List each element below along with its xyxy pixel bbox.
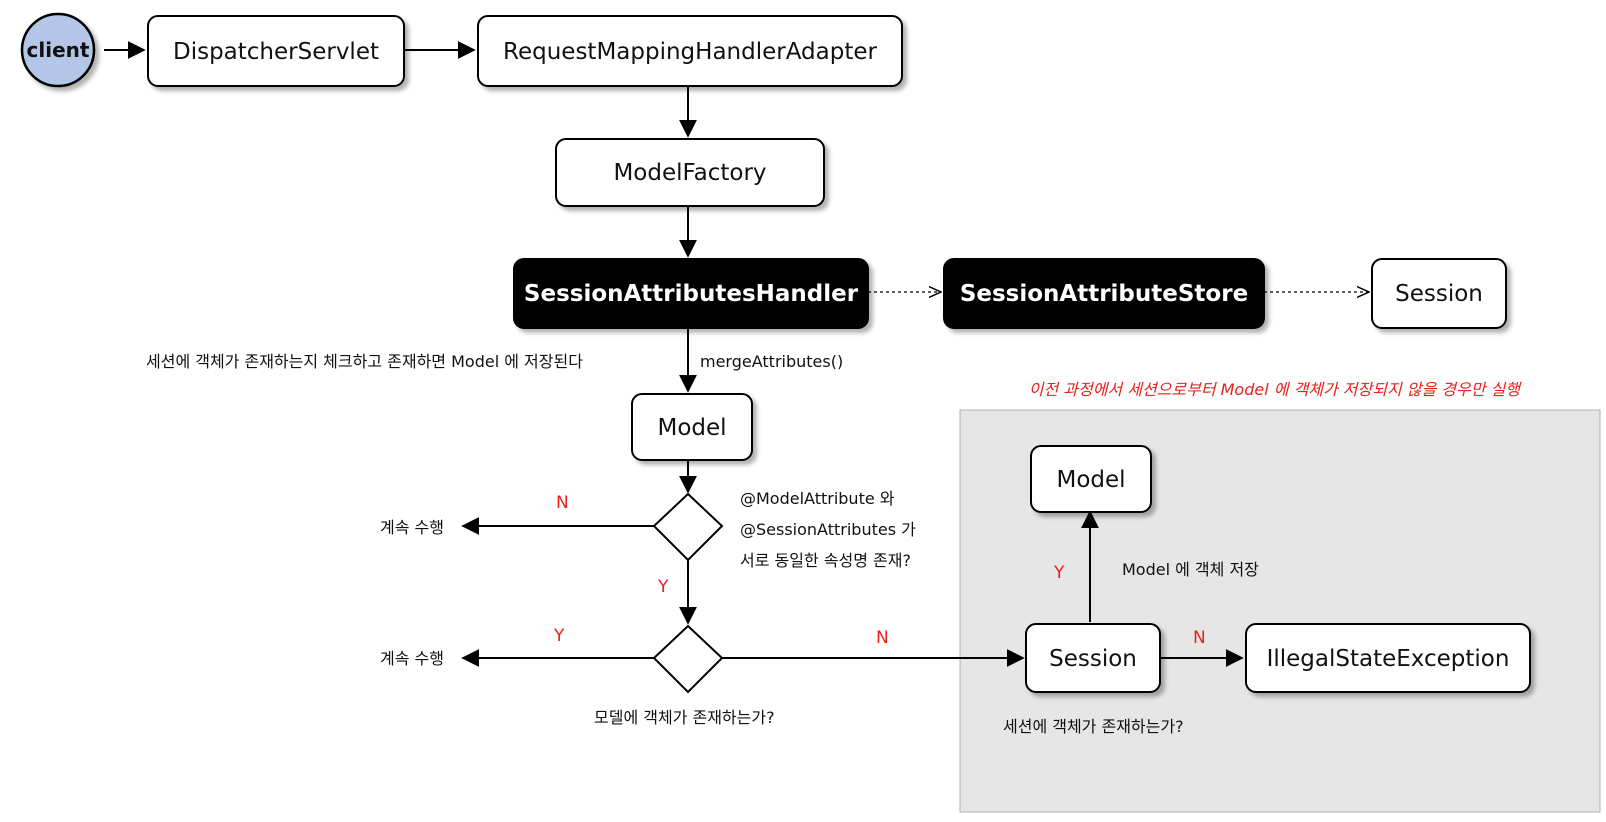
model-factory-node [555, 138, 825, 207]
question3-label: 세션에 객체가 존재하는가? [1003, 717, 1184, 736]
client-node [20, 12, 96, 88]
question2-label: 모델에 객체가 존재하는가? [594, 708, 775, 727]
edge-label-d2-yes: Y [553, 626, 565, 646]
client-label: client [27, 38, 90, 62]
question1-line3: 서로 동일한 속성명 존재? [740, 551, 911, 570]
merge-attributes-label: mergeAttributes() [700, 352, 843, 371]
edge-label-d2-no: N [876, 628, 889, 648]
session-attributes-handler-label: SessionAttributesHandler [524, 281, 859, 307]
panel-note: 이전 과정에서 세션으로부터 Model 에 객체가 저장되지 않을 경우만 실… [1029, 380, 1523, 399]
illegal-state-exception-label: IllegalStateException [1267, 646, 1510, 672]
model-right-label: Model [1056, 467, 1125, 493]
dispatcher-servlet-label: DispatcherServlet [173, 39, 379, 65]
question1-line2: @SessionAttributes 가 [740, 520, 916, 539]
session-attribute-store-label: SessionAttributeStore [960, 281, 1248, 307]
session-top-node [1371, 258, 1507, 329]
handler-adapter-label: RequestMappingHandlerAdapter [503, 39, 877, 65]
edge-label-session-yes: Y [1053, 563, 1065, 583]
session-attributes-handler-node [513, 258, 869, 329]
handler-adapter-node [477, 15, 903, 87]
model-factory-label: ModelFactory [613, 160, 766, 186]
session-check-label: 세션에 객체가 존재하는지 체크하고 존재하면 Model 에 저장된다 [146, 352, 583, 371]
dispatcher-servlet-node [147, 15, 405, 87]
session-top-label: Session [1395, 281, 1483, 307]
edge-label-d1-yes: Y [657, 577, 669, 597]
question1-line1: @ModelAttribute 와 [740, 489, 895, 508]
continue-label-2: 계속 수행 [380, 649, 444, 668]
continue-label-1: 계속 수행 [380, 518, 444, 537]
decision-same-attribute [652, 492, 724, 562]
model-main-label: Model [657, 415, 726, 441]
edge-label-session-no: N [1193, 628, 1206, 648]
store-model-label: Model 에 객체 저장 [1122, 560, 1259, 579]
session-attribute-store-node [943, 258, 1265, 329]
session-right-node [1025, 623, 1161, 693]
edge-label-d1-no: N [556, 493, 569, 513]
illegal-state-exception-node [1245, 623, 1531, 693]
model-main-node [631, 393, 753, 461]
model-right-node [1030, 445, 1152, 513]
session-right-label: Session [1049, 646, 1137, 672]
decision-model-has-object [652, 624, 724, 694]
